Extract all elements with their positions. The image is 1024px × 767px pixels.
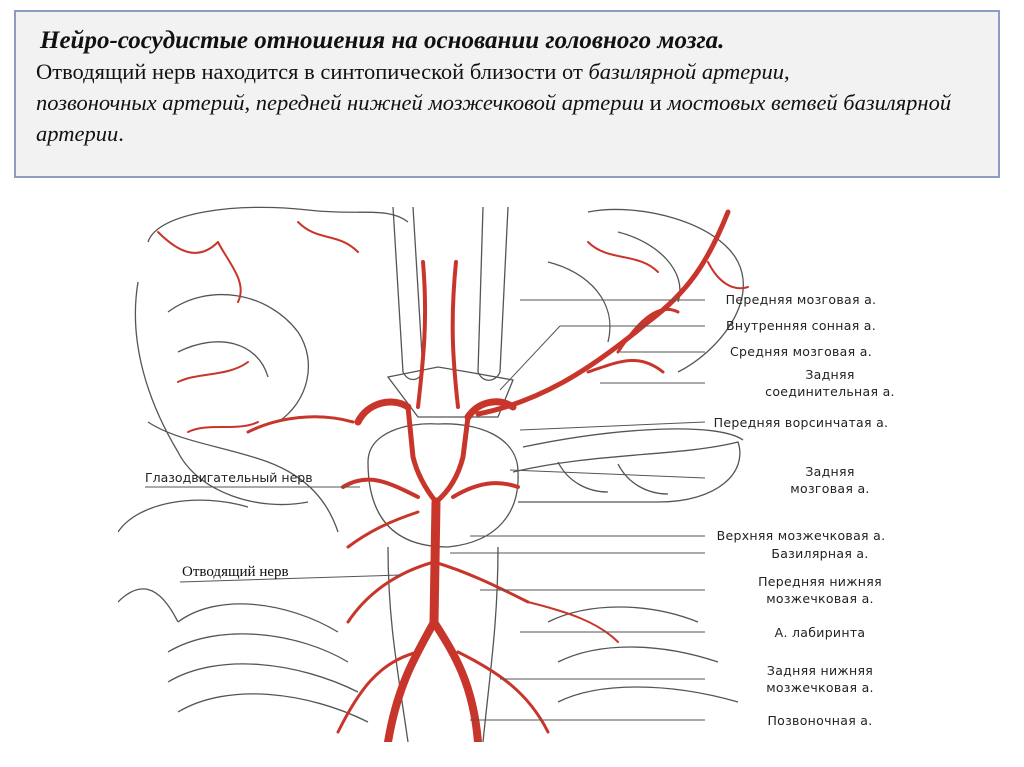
- caption-text-part2: ,: [784, 59, 790, 84]
- caption-text-part1: Отводящий нерв находится в синтопической…: [36, 59, 589, 84]
- arteries: [157, 209, 749, 742]
- caption-text: Отводящий нерв находится в синтопической…: [36, 56, 980, 149]
- label-basilar: Базилярная а.: [771, 546, 869, 561]
- caption-italic-vertebral: позвоночных артерий: [36, 90, 245, 115]
- caption-box: Нейро-сосудистые отношения на основании …: [14, 10, 1000, 178]
- label-anterior-cerebral: Передняя мозговая а.: [725, 292, 877, 307]
- caption-text-part5: .: [118, 121, 124, 146]
- label-oculomotor-nerve: Глазодвигательный нерв: [145, 470, 313, 485]
- leader-line-internal-carotid: [499, 325, 561, 391]
- label-internal-carotid: Внутренняя сонная а.: [725, 318, 877, 333]
- label-abducens-nerve: Отводящий нерв: [182, 564, 289, 580]
- label-vertebral: Позвоночная а.: [767, 713, 873, 728]
- caption-italic-pontine: мостовых ветвей базилярной артерии: [36, 90, 952, 146]
- caption-italic-basilar: базилярной артерии: [588, 59, 785, 84]
- caption-text-part4: и: [643, 90, 668, 115]
- caption-italic-aica: передней нижней мозжечковой артерии: [255, 90, 644, 115]
- caption-title: Нейро-сосудистые отношения на основании …: [40, 27, 725, 54]
- caption-text-part3: ,: [244, 90, 256, 115]
- leader-line-abducens: [179, 574, 401, 583]
- label-anterior-choroidal: Передняя ворсинчатая а.: [713, 415, 889, 430]
- leader-line-post-cerebral: [509, 469, 706, 479]
- leader-line-ant-choroidal: [519, 421, 706, 431]
- brain-base-drawing: [118, 206, 749, 742]
- label-middle-cerebral: Средняя мозговая а.: [730, 344, 872, 359]
- brain-base-illustration: [118, 202, 898, 742]
- label-labyrinth: А. лабиринта: [774, 625, 866, 640]
- label-superior-cerebellar: Верхняя мозжечковая а.: [716, 528, 886, 543]
